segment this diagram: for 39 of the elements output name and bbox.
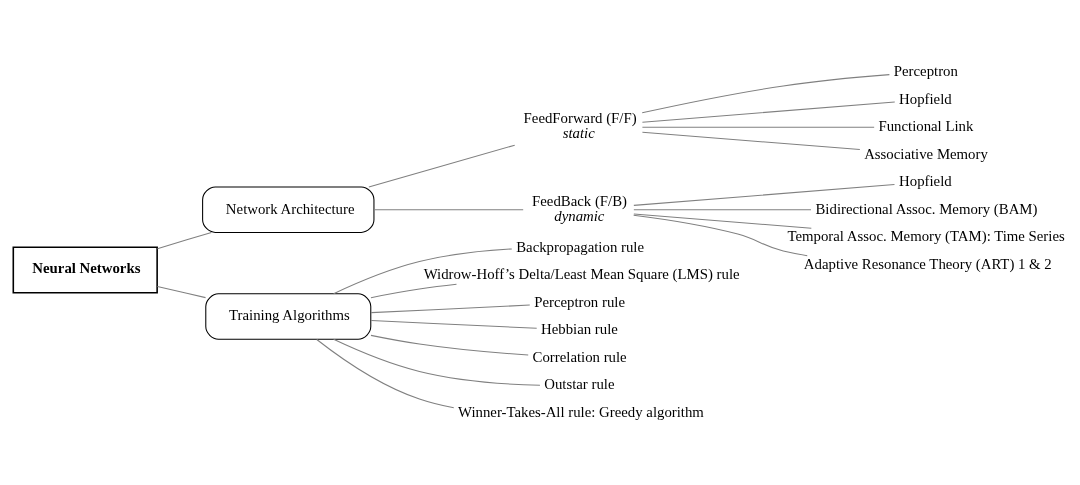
connector (316, 338, 455, 409)
node-text: Perceptron rule (534, 293, 625, 310)
node-text: Hopfield (899, 173, 952, 190)
node-box: Neural Networks (12, 246, 158, 294)
connector (333, 248, 513, 295)
connector (156, 285, 207, 299)
connector (368, 144, 516, 188)
node-text: Temporal Assoc. Memory (TAM): Time Series (787, 228, 1065, 245)
node-text: Perceptron (893, 63, 958, 80)
connector (633, 184, 895, 206)
connector (370, 334, 529, 356)
connector (370, 319, 538, 329)
node-text: Hebbian rule (541, 321, 618, 338)
connector (633, 209, 812, 211)
node-text: Backpropagation rule (516, 238, 644, 255)
node-box: Network Architecture (202, 186, 375, 233)
connector (633, 214, 808, 257)
connector (641, 101, 896, 123)
connector (156, 231, 212, 250)
node-text: Functional Link (878, 118, 974, 135)
connector (333, 338, 541, 386)
connector (633, 213, 812, 229)
node-text: Hopfield (899, 90, 952, 107)
node-text: Outstar rule (544, 376, 615, 393)
connector (370, 304, 531, 314)
node-text: Winner-Takes-All rule: Greedy algorithm (458, 403, 704, 420)
connector (641, 126, 875, 128)
connector (370, 283, 458, 299)
node-text: Correlation rule (532, 348, 627, 365)
connector (373, 209, 524, 211)
node-text: Adaptive Resonance Theory (ART) 1 & 2 (803, 255, 1052, 272)
node-text: FeedForward (F/F) static (523, 110, 637, 142)
node-text: Widrow-Hoff’s Delta/Least Mean Square (LMS) rule (423, 266, 740, 283)
connector (641, 131, 861, 151)
node-text: Associative Memory (864, 145, 988, 162)
node-text: Bidirectional Assoc. Memory (BAM) (815, 200, 1038, 217)
node-box: Training Algorithms (205, 293, 372, 340)
connector (641, 74, 890, 114)
node-text: FeedBack (F/B) dynamic (532, 192, 628, 224)
